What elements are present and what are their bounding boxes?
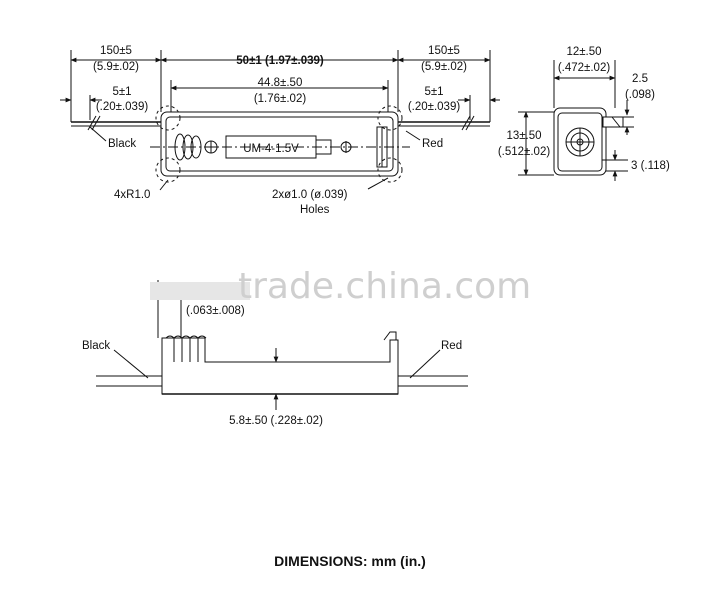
end-width-in: (.472±.02)	[558, 62, 611, 74]
side-view-labels: (.063±.008) Black Red 5.8±.50 (.228±.02)	[82, 305, 462, 427]
strip-right: 5±1	[424, 86, 443, 98]
end-width: 12±.50	[566, 46, 601, 58]
holes-dim: 2xø1.0 (ø.039)	[272, 189, 348, 201]
thickness-dim: 5.8±.50 (.228±.02)	[229, 415, 323, 427]
strip-left: 5±1	[112, 86, 131, 98]
battery-label: UM-4-1.5V	[243, 143, 299, 155]
holes-label: Holes	[300, 204, 330, 216]
watermark: trade.china.com	[150, 266, 531, 307]
end-height-in: (.512±.02)	[498, 146, 551, 158]
tab-size-in: (.098)	[625, 89, 655, 101]
tab-size: 2.5	[632, 73, 648, 85]
end-view	[518, 60, 634, 181]
inner-length: 44.8±.50	[258, 77, 303, 89]
strip-right-in: (.20±.039)	[408, 101, 461, 113]
end-height: 13±.50	[506, 130, 541, 142]
offset-dim: 3 (.118)	[631, 160, 670, 172]
watermark-text: trade.china.com	[238, 266, 531, 307]
side-wire-left-label: Black	[82, 340, 110, 352]
strip-left-in: (.20±.039)	[96, 101, 149, 113]
inner-length-in: (1.76±.02)	[254, 93, 307, 105]
wire-right-label: Red	[422, 138, 443, 150]
lead-left-length: 150±5	[100, 45, 132, 57]
end-view-labels: 12±.50 (.472±.02) 2.5 (.098) 13±.50 (.51…	[498, 46, 670, 172]
wire-left-label: Black	[108, 138, 136, 150]
partial-dim: (.063±.008)	[186, 305, 245, 317]
corner-radius: 4xR1.0	[114, 189, 150, 201]
top-view-labels: 150±5 (5.9±.02) 50±1 (1.97±.039) 150±5 (…	[93, 45, 467, 216]
overall-length: 50±1 (1.97±.039)	[236, 55, 324, 67]
lead-right-length: 150±5	[428, 45, 460, 57]
side-view	[96, 280, 468, 410]
lead-left-length-in: (5.9±.02)	[93, 61, 139, 73]
side-wire-right-label: Red	[441, 340, 462, 352]
dimensions-caption: DIMENSIONS: mm (in.)	[274, 553, 426, 569]
top-view	[60, 50, 500, 191]
lead-right-length-in: (5.9±.02)	[421, 61, 467, 73]
